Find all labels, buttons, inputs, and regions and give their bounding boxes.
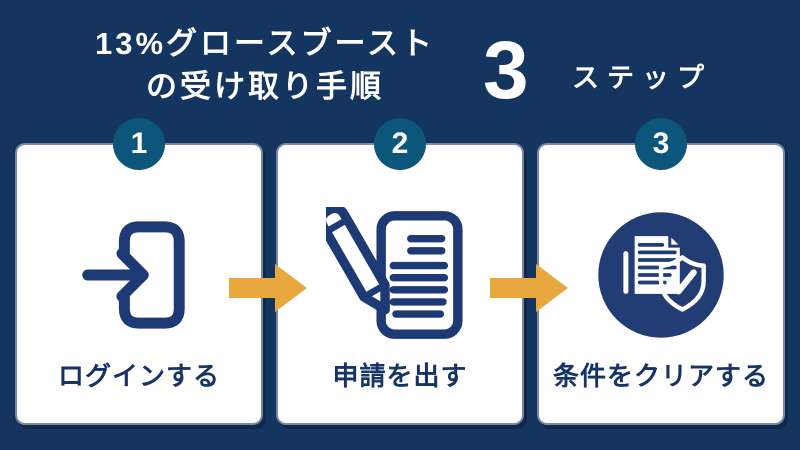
step-number-badge: 3 [635, 118, 687, 170]
step-number-badge: 2 [374, 118, 426, 170]
arrow-right-icon [229, 264, 307, 312]
steps-row: 1 ログインする 2 [15, 118, 785, 425]
step-label-1: ログインする [57, 361, 220, 391]
pencil-document-icon [278, 193, 522, 357]
step-card-3: 3 条件をクリアする [537, 118, 785, 425]
document-shield-check-icon [539, 193, 783, 357]
step-label-2: 申請を出す [332, 361, 468, 391]
step-number-badge: 1 [113, 118, 165, 170]
arrow-right-icon [490, 264, 568, 312]
step-count: 3 [483, 25, 529, 116]
page-title-line2: の受け取り手順 [146, 69, 384, 104]
step-card-1: 1 ログインする [15, 118, 263, 425]
step-count-label: ステップ [572, 63, 712, 93]
login-arrow-icon [17, 193, 261, 357]
step-card-2: 2 申請を出す [276, 118, 524, 425]
page-title-line1: 13%グロースブースト [95, 26, 435, 61]
step-label-3: 条件をクリアする [552, 361, 769, 391]
page-title: 13%グロースブースト の受け取り手順 [40, 22, 490, 108]
